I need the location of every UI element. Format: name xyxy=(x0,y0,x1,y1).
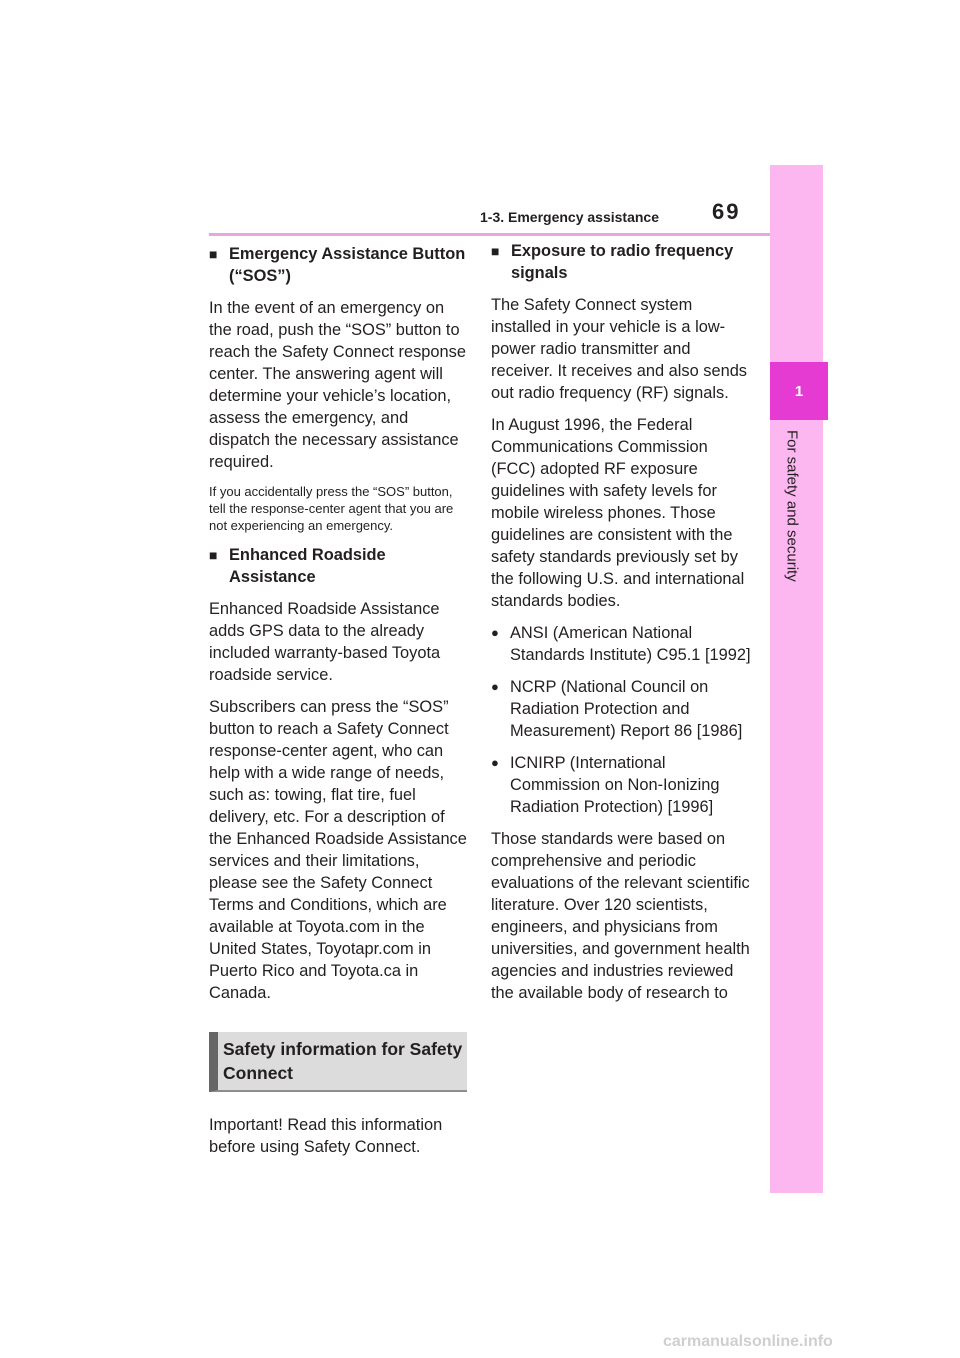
list-item: ● ANSI (American National Standards Inst… xyxy=(491,622,751,666)
square-bullet-icon: ■ xyxy=(209,246,218,262)
body-paragraph: The Safety Connect system installed in y… xyxy=(491,296,748,402)
page-number: 69 xyxy=(712,199,741,224)
subheading-text: Emergency Assistance Button (“SOS”) xyxy=(229,245,466,285)
chapter-side-tab xyxy=(770,165,823,1193)
note-paragraph: If you accidentally press the “SOS” butt… xyxy=(209,484,454,533)
list-item-text: NCRP (National Council on Radiation Prot… xyxy=(510,678,743,740)
square-bullet-icon: ■ xyxy=(491,243,500,259)
square-bullet-icon: ■ xyxy=(209,547,218,563)
section-title-box: Safety information for Safety Connect xyxy=(209,1032,467,1092)
header-rule xyxy=(209,233,770,236)
body-paragraph: Subscribers can press the “SOS” button t… xyxy=(209,698,467,1002)
subheading-text: Exposure to radio frequency signals xyxy=(511,242,734,282)
watermark: carmanualsonline.info xyxy=(663,1333,833,1350)
chapter-number: 1 xyxy=(794,382,804,400)
subheading-text: Enhanced Roadside Assistance xyxy=(229,546,386,586)
left-column: ■ Emergency Assistance Button (“SOS”) In… xyxy=(209,240,469,1168)
list-item: ● ICNIRP (International Commission on No… xyxy=(491,752,751,818)
body-paragraph: In August 1996, the Federal Communicatio… xyxy=(491,416,745,610)
subheading-sos-button: ■ Emergency Assistance Button (“SOS”) xyxy=(209,243,469,287)
subheading-roadside: ■ Enhanced Roadside Assistance xyxy=(209,544,469,588)
body-paragraph: Important! Read this information before … xyxy=(209,1116,443,1156)
body-paragraph: Those standards were based on comprehens… xyxy=(491,830,750,1002)
body-paragraph: In the event of an emergency on the road… xyxy=(209,299,466,471)
bullet-dot-icon: ● xyxy=(491,625,499,640)
right-column: ■ Exposure to radio frequency signals Th… xyxy=(491,240,751,1014)
chapter-number-box: 1 xyxy=(770,362,828,420)
body-paragraph: Enhanced Roadside Assistance adds GPS da… xyxy=(209,600,441,684)
subheading-rf-exposure: ■ Exposure to radio frequency signals xyxy=(491,240,751,284)
bullet-dot-icon: ● xyxy=(491,679,499,694)
chapter-title: For safety and security xyxy=(783,430,801,582)
list-item-text: ICNIRP (International Commission on Non-… xyxy=(510,754,720,816)
bullet-dot-icon: ● xyxy=(491,755,499,770)
list-item: ● NCRP (National Council on Radiation Pr… xyxy=(491,676,751,742)
section-title: Safety information for Safety Connect xyxy=(223,1039,463,1083)
list-item-text: ANSI (American National Standards Instit… xyxy=(510,624,751,664)
section-header-title: 1-3. Emergency assistance xyxy=(480,209,659,225)
